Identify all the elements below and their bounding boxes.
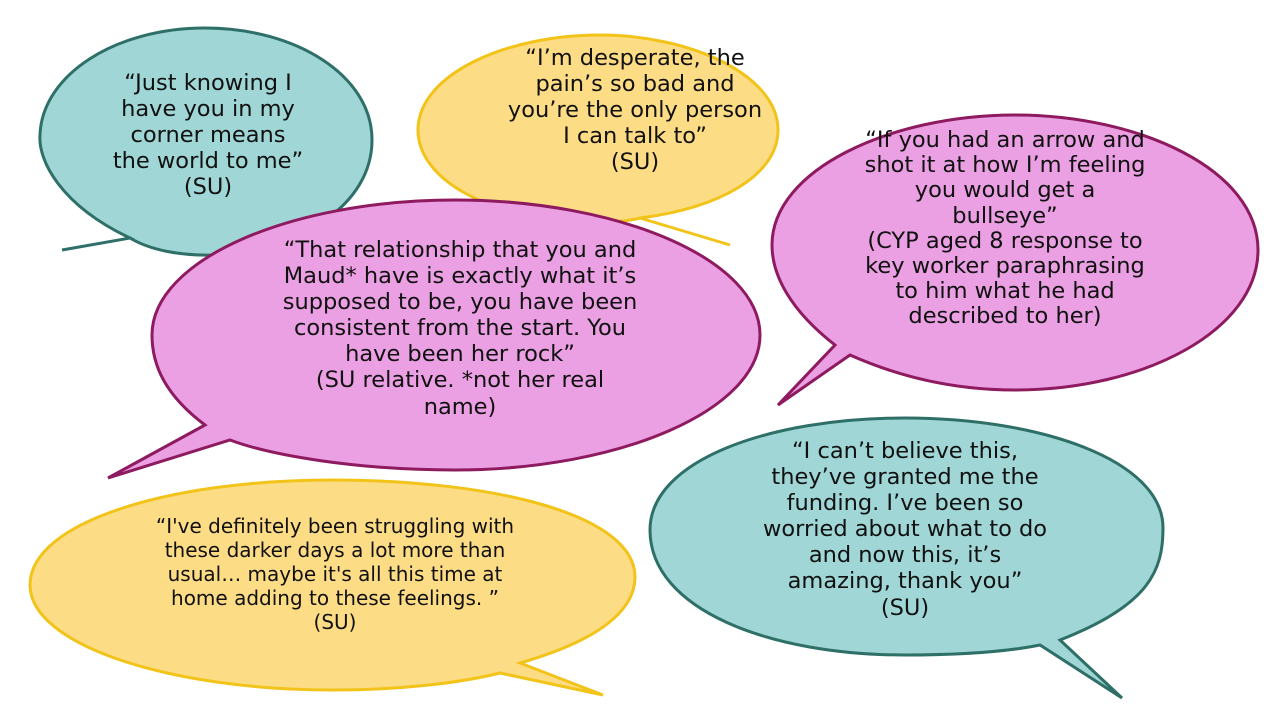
quote-text-2: “I’m desperate, the pain’s so bad and yo… [507,45,763,176]
speech-bubble-3 [770,113,1260,407]
quote-text-4: “That relationship that you and Maud* ha… [282,237,638,420]
quote-text-3: “If you had an arrow and shot it at how … [864,127,1146,330]
quote-text-5: “I've definitely been struggling with th… [155,514,515,634]
quote-text-1: “Just knowing I have you in my corner me… [112,70,304,201]
quote-text-6: “I can’t believe this, they’ve granted m… [762,438,1048,621]
speech-bubble-5 [28,478,637,697]
speech-bubble-4 [107,198,762,480]
speech-bubble-6 [648,416,1165,700]
